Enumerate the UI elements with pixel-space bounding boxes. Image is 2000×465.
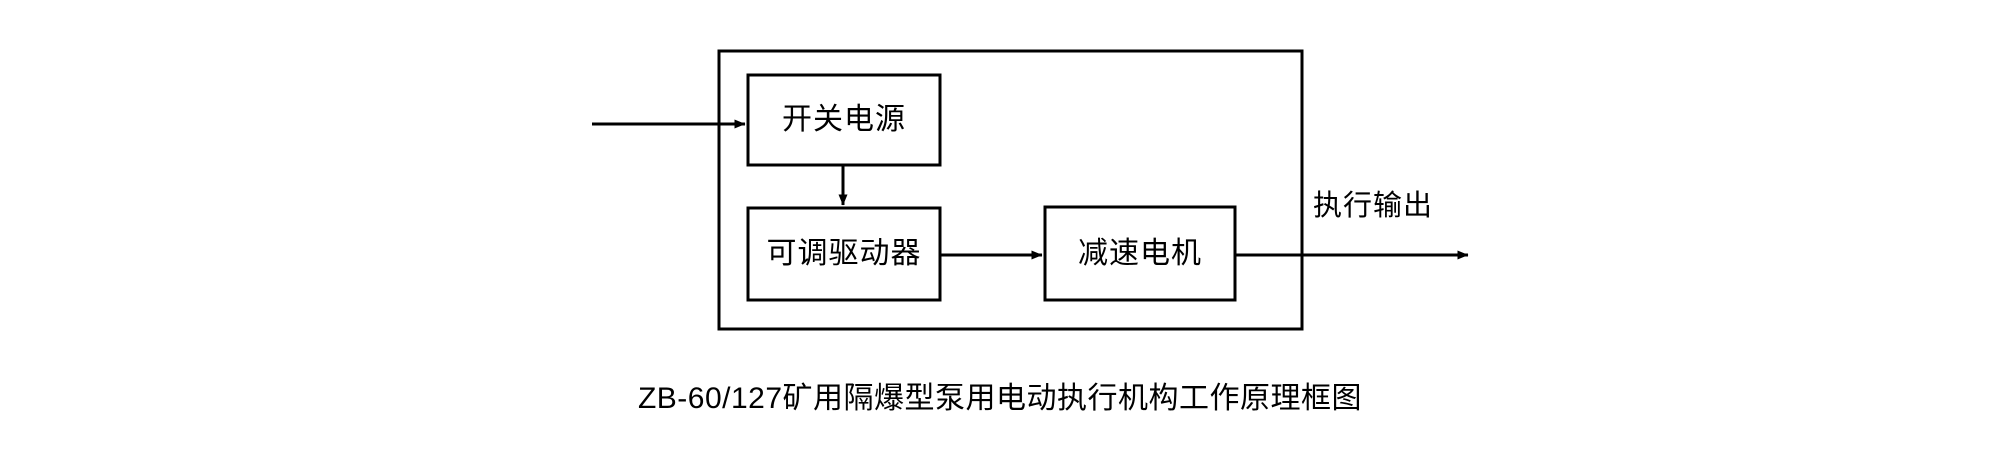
node-label-geared-motor: 减速电机 (1078, 236, 1202, 270)
node-label-adjustable-driver: 可调驱动器 (766, 237, 922, 270)
node-box-adjustable-driver[interactable] (746, 206, 942, 302)
figure-caption: ZB-60/127矿用隔爆型泵用电动执行机构工作原理框图 (637, 382, 1363, 415)
node-label-switching-power-supply: 开关电源 (782, 103, 906, 136)
annotation-label-actuating-output: 执行输出 (1313, 190, 1434, 222)
enclosure-boundary-box (717, 49, 1304, 331)
